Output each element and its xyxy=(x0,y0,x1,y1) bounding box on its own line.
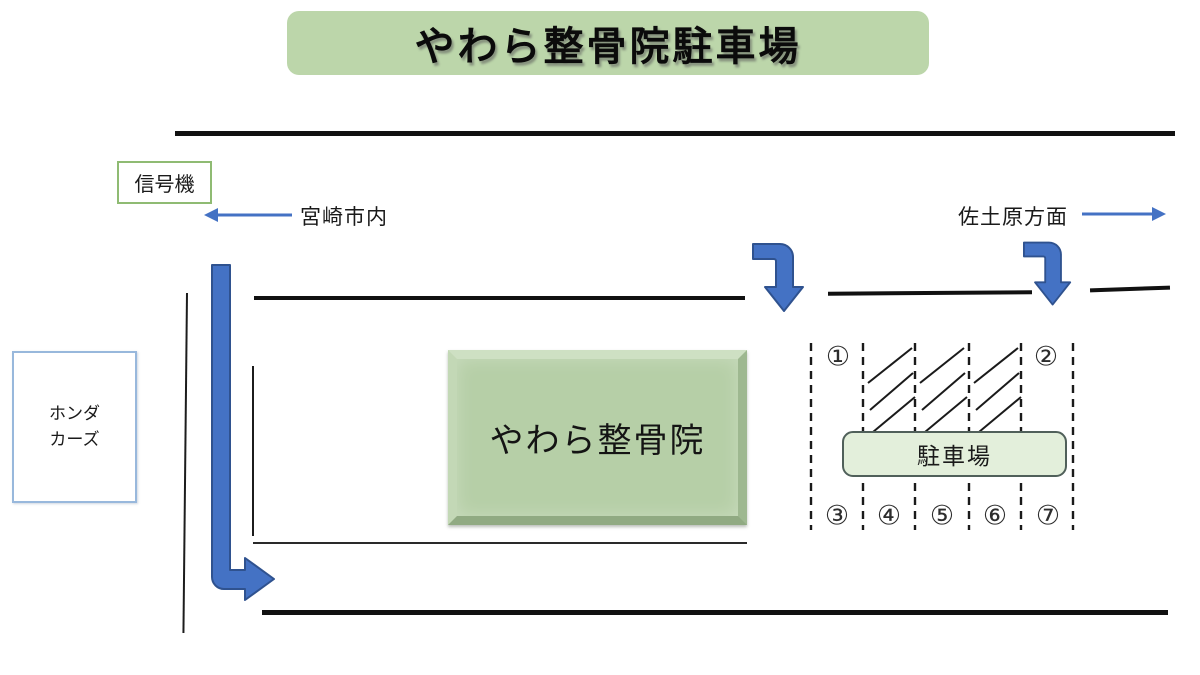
signal-label: 信号機 xyxy=(134,172,195,196)
road-middle-center-segment xyxy=(827,290,1033,296)
arrow-left-icon xyxy=(204,208,292,222)
turn-down-arrow-left-icon xyxy=(752,243,804,312)
spot-number-2: ② xyxy=(1033,341,1059,373)
direction-right-label: 佐土原方面 xyxy=(958,205,1068,229)
turn-down-arrow-right-icon xyxy=(1023,241,1072,306)
road-top xyxy=(175,131,1175,136)
spot-number-3: ③ xyxy=(824,500,850,532)
spot-number-6: ⑥ xyxy=(982,500,1008,532)
clinic-label: やわら整骨院 xyxy=(489,421,706,461)
direction-left-label: 宮崎市内 xyxy=(300,205,388,229)
parking-label-box: 駐車場 xyxy=(842,431,1067,477)
honda-cars-box: ホンダ カーズ xyxy=(12,351,137,503)
clinic-building: やわら整骨院 xyxy=(448,350,747,525)
honda-label-line1: ホンダ xyxy=(49,403,100,424)
spot-number-7: ⑦ xyxy=(1035,500,1061,532)
boundary-line-inner-horizontal xyxy=(253,542,747,544)
title-banner: やわら整骨院駐車場 xyxy=(287,11,929,75)
boundary-line-left xyxy=(182,293,188,634)
route-down-right-arrow-icon xyxy=(211,264,275,601)
honda-label-line2: カーズ xyxy=(49,430,100,450)
road-middle-left-segment xyxy=(254,296,745,300)
spot-number-1: ① xyxy=(825,341,851,373)
signal-box: 信号機 xyxy=(117,161,212,204)
parking-stall-lines xyxy=(809,343,1075,530)
boundary-line-inner-vertical xyxy=(252,366,254,536)
parking-label: 駐車場 xyxy=(917,444,992,470)
arrow-right-icon xyxy=(1082,207,1166,221)
road-bottom xyxy=(262,610,1168,615)
spot-number-5: ⑤ xyxy=(929,500,955,532)
page-title: やわら整骨院駐車場 xyxy=(414,24,802,70)
spot-number-4: ④ xyxy=(876,500,902,532)
parking-hatch xyxy=(867,347,1022,433)
road-middle-right-segment xyxy=(1089,285,1171,293)
